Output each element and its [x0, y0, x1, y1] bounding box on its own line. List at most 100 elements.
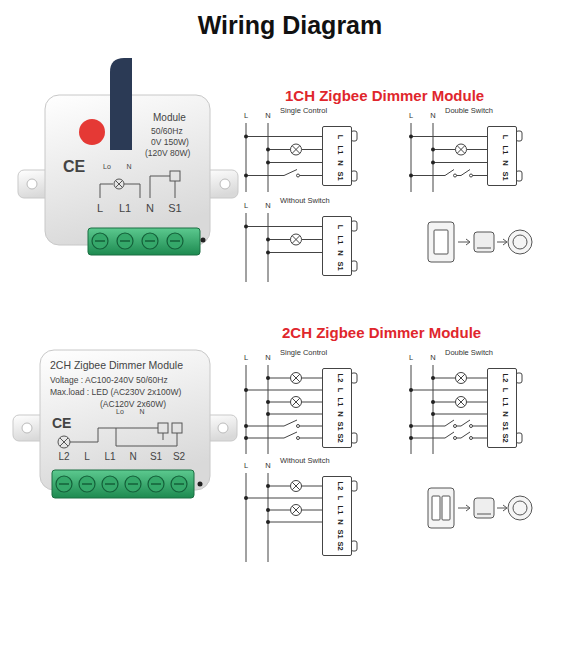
wire [411, 365, 412, 454]
schematic-caption: Without Switch [280, 457, 330, 465]
terminal-label: L1 [501, 398, 509, 407]
wire [246, 365, 247, 454]
housing-print: (AC120V 2x60W) [100, 400, 166, 409]
wire [246, 213, 247, 282]
module-housing: Module50/60Hz0V 150W)(120V 80W)CELoNLL1N… [45, 95, 210, 245]
schematic-caption: Without Switch [280, 197, 330, 205]
housing-print: Voltage : AC100-240V 50/60Hz [50, 376, 168, 385]
junction-dot [431, 148, 435, 152]
housing-print: Module [153, 113, 186, 123]
dimmer-module: LL1NS1 [322, 216, 352, 276]
wire [467, 402, 488, 403]
housing-print: CE [52, 416, 71, 430]
wire [298, 426, 322, 427]
junction-dot [266, 520, 270, 524]
wire [246, 136, 322, 137]
junction-dot [266, 251, 270, 255]
junction-dot [266, 161, 270, 165]
wire [246, 498, 322, 499]
housing-print: N [146, 203, 154, 214]
junction-dot [409, 135, 413, 139]
line-label: L [244, 354, 248, 362]
housing-print: L [97, 203, 103, 214]
wire [268, 162, 322, 163]
wire [246, 175, 284, 176]
switch-symbol [297, 437, 300, 440]
wire [433, 149, 456, 150]
housing-print: S2 [173, 452, 185, 462]
junction-dot [266, 484, 270, 488]
wire [268, 510, 291, 511]
housing-print: N [129, 452, 136, 462]
terminal-label: S2 [336, 433, 344, 442]
line-label: N [265, 462, 270, 470]
line-label: N [430, 112, 435, 120]
housing-print: L1 [119, 203, 131, 214]
terminal-label: N [336, 160, 344, 165]
wire [298, 175, 322, 176]
housing-print: Lo [116, 408, 124, 415]
dimmer-module: L2LL1NS1S2 [322, 368, 352, 448]
switch-symbol [284, 432, 297, 438]
terminal-label: S1 [501, 421, 509, 430]
install-illustration-2ch [428, 488, 532, 528]
wire [411, 426, 445, 427]
terminal-label: S1 [336, 261, 344, 270]
junction-dot [266, 238, 270, 242]
terminal-label: S1 [336, 529, 344, 538]
wire [467, 378, 488, 379]
switch-symbol [470, 425, 473, 428]
switch-symbol [284, 420, 297, 426]
line-label: L [244, 112, 248, 120]
wire [268, 414, 322, 415]
wire [411, 123, 412, 192]
junction-dot [244, 135, 248, 139]
line-label: N [265, 202, 270, 210]
junction-dot [431, 376, 435, 380]
wire [268, 252, 322, 253]
junction-dot [266, 412, 270, 416]
terminal-label: L1 [336, 398, 344, 407]
junction-dot [244, 436, 248, 440]
housing-print: L [84, 452, 90, 462]
wire [471, 426, 487, 427]
line-label: L [244, 462, 248, 470]
line-label: N [430, 354, 435, 362]
switch-symbol [461, 432, 470, 438]
junction-dot [431, 400, 435, 404]
wire [246, 426, 284, 427]
terminal-label: L [501, 388, 509, 393]
wire [268, 239, 291, 240]
wire [302, 239, 323, 240]
wire [268, 522, 322, 523]
junction-dot [266, 508, 270, 512]
terminal-label: L2 [501, 374, 509, 383]
dimmer-module: LL1NS1 [487, 126, 517, 186]
switch-symbol [297, 174, 300, 177]
module-photo-2ch [13, 350, 237, 498]
terminal-label: L2 [336, 482, 344, 491]
lamp-symbol [292, 398, 300, 406]
wire [302, 402, 323, 403]
housing-print: 0V 150W) [151, 138, 189, 147]
switch-symbol [470, 174, 473, 177]
lamp-symbol [291, 481, 302, 492]
lamp-symbol [457, 398, 465, 406]
wire [268, 486, 291, 487]
terminal-label: L [336, 134, 344, 139]
switch-symbol [445, 420, 454, 426]
junction-dot [244, 424, 248, 428]
housing-print: S1 [150, 452, 162, 462]
lamp-symbol [291, 505, 302, 516]
wire [433, 378, 456, 379]
switch-symbol [445, 170, 454, 176]
lamp-symbol [456, 144, 467, 155]
junction-dot [266, 148, 270, 152]
switch-symbol [454, 174, 457, 177]
wire [471, 175, 487, 176]
terminal-label: L [501, 134, 509, 139]
terminal-label: L [336, 388, 344, 393]
junction-dot [244, 225, 248, 229]
junction-dot [266, 376, 270, 380]
switch-symbol [454, 437, 457, 440]
